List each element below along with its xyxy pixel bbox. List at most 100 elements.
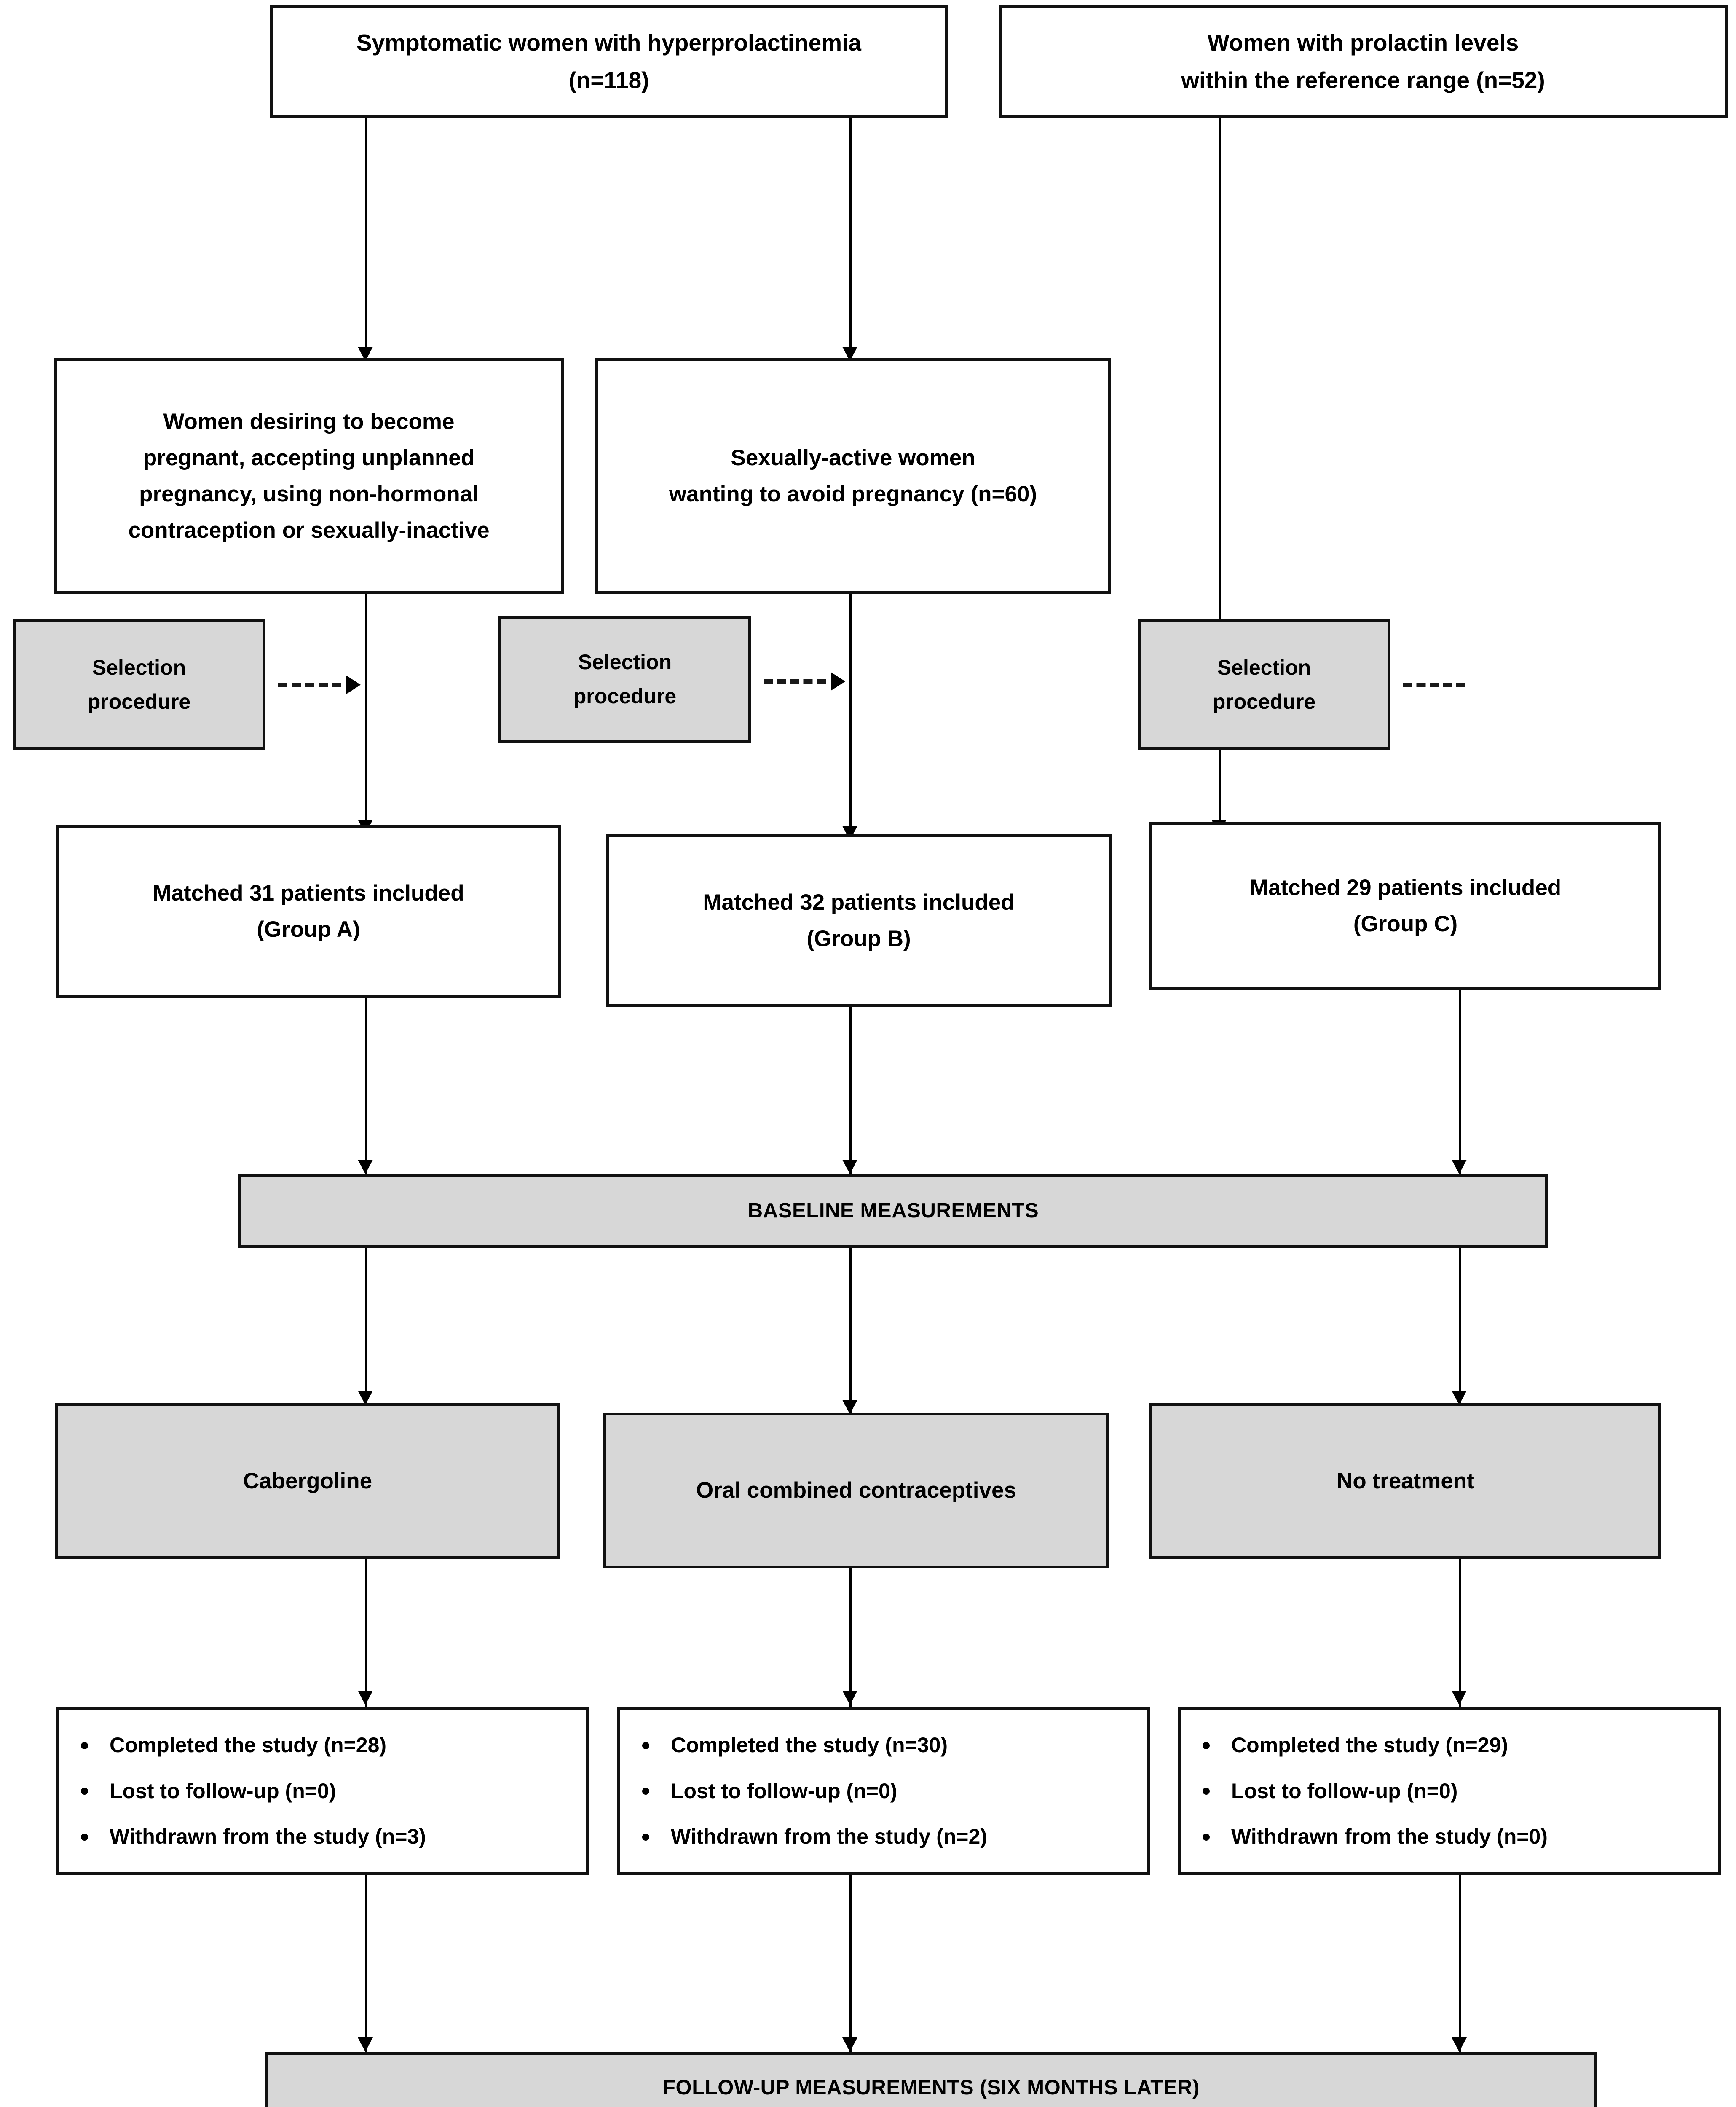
arrowhead-outcome-a-to-followup xyxy=(358,2037,373,2052)
branch-avoid-line1: Sexually-active women xyxy=(731,445,975,471)
source-hyperprolactinemia-line1: Symptomatic women with hyperprolactinemi… xyxy=(356,29,862,56)
node-selection-procedure-a: Selection procedure xyxy=(13,619,265,750)
branch-desiring-line1: Women desiring to become xyxy=(163,409,455,434)
arrowhead-matched-b-to-baseline xyxy=(842,1160,857,1174)
branch-avoid-line2: wanting to avoid pregnancy (n=60) xyxy=(669,482,1037,507)
list-item: Withdrawn from the study (n=0) xyxy=(1195,1823,1714,1850)
list-item: Completed the study (n=30) xyxy=(635,1732,1143,1759)
node-matched-group-c: Matched 29 patients included (Group C) xyxy=(1149,822,1661,990)
outcome-a-item-3: Withdrawn from the study (n=3) xyxy=(110,1825,426,1849)
bullet-icon xyxy=(642,1742,649,1749)
node-matched-group-a: Matched 31 patients included (Group A) xyxy=(56,825,561,998)
connector-outcome-a-to-followup xyxy=(365,1875,367,2052)
outcome-a-list: Completed the study (n=28) Lost to follo… xyxy=(73,1732,582,1850)
list-item: Completed the study (n=29) xyxy=(1195,1732,1714,1759)
node-branch-avoid-pregnancy: Sexually-active women wanting to avoid p… xyxy=(595,358,1111,594)
matched-a-line1: Matched 31 patients included xyxy=(153,881,464,906)
arrowhead-cabergoline-to-outcome-a xyxy=(358,1691,373,1705)
node-source-normal-prolactin: Women with prolactin levels within the r… xyxy=(999,5,1728,118)
arrowhead-baseline-to-no-treatment xyxy=(1452,1391,1467,1405)
node-followup-measurements-bar: FOLLOW-UP MEASUREMENTS (SIX MONTHS LATER… xyxy=(265,2052,1597,2107)
outcome-c-item-2: Lost to follow-up (n=0) xyxy=(1231,1779,1458,1803)
list-item: Completed the study (n=28) xyxy=(73,1732,582,1759)
arrowhead-matched-a-to-baseline xyxy=(358,1160,373,1174)
source-normal-prolactin-line2: within the reference range (n=52) xyxy=(1181,67,1545,93)
list-item: Lost to follow-up (n=0) xyxy=(635,1778,1143,1804)
branch-desiring-line2: pregnant, accepting unplanned xyxy=(143,445,475,471)
selection-c-line2: procedure xyxy=(1212,690,1316,713)
matched-b-line1: Matched 32 patients included xyxy=(703,890,1015,915)
arrowhead-outcome-c-to-followup xyxy=(1452,2037,1467,2052)
list-item: Lost to follow-up (n=0) xyxy=(73,1778,582,1804)
connector-avoid-to-matched-b xyxy=(849,594,852,836)
bullet-icon xyxy=(1203,1833,1210,1841)
dashed-connector-selection-c xyxy=(1403,683,1465,687)
baseline-measurements-label: BASELINE MEASUREMENTS xyxy=(747,1199,1039,1222)
matched-c-line1: Matched 29 patients included xyxy=(1249,875,1562,901)
treatment-ocp-label: Oral combined contraceptives xyxy=(696,1478,1016,1503)
bullet-icon xyxy=(1203,1742,1210,1749)
matched-b-line2: (Group B) xyxy=(806,926,911,951)
node-treatment-cabergoline: Cabergoline xyxy=(55,1403,560,1559)
node-selection-procedure-c: Selection procedure xyxy=(1138,619,1390,750)
node-treatment-oral-contraceptives: Oral combined contraceptives xyxy=(603,1413,1109,1568)
node-selection-procedure-b: Selection procedure xyxy=(498,616,751,743)
bullet-icon xyxy=(81,1788,88,1795)
source-normal-prolactin-line1: Women with prolactin levels xyxy=(1207,29,1519,56)
arrowhead-no-treatment-to-outcome-c xyxy=(1452,1691,1467,1705)
bullet-icon xyxy=(642,1833,649,1841)
connector-baseline-to-no-treatment xyxy=(1459,1248,1461,1408)
connector-matched-a-to-baseline xyxy=(365,998,367,1175)
arrowhead-baseline-to-ocp xyxy=(842,1400,857,1414)
arrowhead-selection-a xyxy=(346,676,361,694)
outcome-b-item-2: Lost to follow-up (n=0) xyxy=(671,1779,897,1803)
connector-matched-b-to-baseline xyxy=(849,1007,852,1176)
connector-no-treatment-to-outcome-c xyxy=(1459,1559,1461,1707)
treatment-cabergoline-label: Cabergoline xyxy=(243,1469,372,1494)
selection-c-line1: Selection xyxy=(1217,656,1311,679)
connector-baseline-to-cabergoline xyxy=(365,1248,367,1408)
selection-b-line2: procedure xyxy=(573,684,677,708)
arrowhead-ocp-to-outcome-b xyxy=(842,1691,857,1705)
arrowhead-selection-b xyxy=(831,672,845,691)
connector-desiring-to-matched-a xyxy=(365,594,367,830)
followup-measurements-label: FOLLOW-UP MEASUREMENTS (SIX MONTHS LATER… xyxy=(663,2076,1200,2099)
source-hyperprolactinemia-line2: (n=118) xyxy=(568,67,649,93)
connector-hyper-to-avoid xyxy=(849,118,852,358)
selection-a-line2: procedure xyxy=(87,690,191,713)
connector-ocp-to-outcome-b xyxy=(849,1568,852,1707)
dashed-connector-selection-a xyxy=(278,683,341,687)
node-outcome-group-c: Completed the study (n=29) Lost to follo… xyxy=(1178,1707,1721,1875)
node-matched-group-b: Matched 32 patients included (Group B) xyxy=(606,834,1112,1007)
connector-cabergoline-to-outcome-a xyxy=(365,1559,367,1707)
selection-b-line1: Selection xyxy=(578,650,672,674)
outcome-c-item-3: Withdrawn from the study (n=0) xyxy=(1231,1825,1548,1849)
matched-a-line2: (Group A) xyxy=(257,917,360,942)
outcome-a-item-1: Completed the study (n=28) xyxy=(110,1733,387,1757)
connector-normal-prolactin-spine xyxy=(1219,118,1221,830)
outcome-b-list: Completed the study (n=30) Lost to follo… xyxy=(635,1732,1143,1850)
list-item: Withdrawn from the study (n=3) xyxy=(73,1823,582,1850)
outcome-c-item-1: Completed the study (n=29) xyxy=(1231,1733,1508,1757)
arrowhead-baseline-to-cabergoline xyxy=(358,1391,373,1405)
list-item: Lost to follow-up (n=0) xyxy=(1195,1778,1714,1804)
bullet-icon xyxy=(642,1788,649,1795)
connector-baseline-to-ocp xyxy=(849,1248,852,1417)
bullet-icon xyxy=(81,1833,88,1841)
branch-desiring-line4: contraception or sexually-inactive xyxy=(128,517,490,543)
node-branch-desiring-pregnancy: Women desiring to become pregnant, accep… xyxy=(54,358,564,594)
node-outcome-group-b: Completed the study (n=30) Lost to follo… xyxy=(617,1707,1150,1875)
branch-desiring-line3: pregnancy, using non-hormonal xyxy=(139,482,479,507)
outcome-b-item-3: Withdrawn from the study (n=2) xyxy=(671,1825,987,1849)
treatment-none-label: No treatment xyxy=(1337,1469,1474,1494)
node-source-hyperprolactinemia: Symptomatic women with hyperprolactinemi… xyxy=(270,5,948,118)
outcome-a-item-2: Lost to follow-up (n=0) xyxy=(110,1779,336,1803)
arrowhead-matched-c-to-baseline xyxy=(1452,1160,1467,1174)
connector-matched-c-to-baseline xyxy=(1459,990,1461,1176)
node-treatment-none: No treatment xyxy=(1149,1403,1661,1559)
connector-outcome-c-to-followup xyxy=(1459,1875,1461,2052)
dashed-connector-selection-b xyxy=(764,679,826,684)
outcome-b-item-1: Completed the study (n=30) xyxy=(671,1733,948,1757)
outcome-c-list: Completed the study (n=29) Lost to follo… xyxy=(1195,1732,1714,1850)
